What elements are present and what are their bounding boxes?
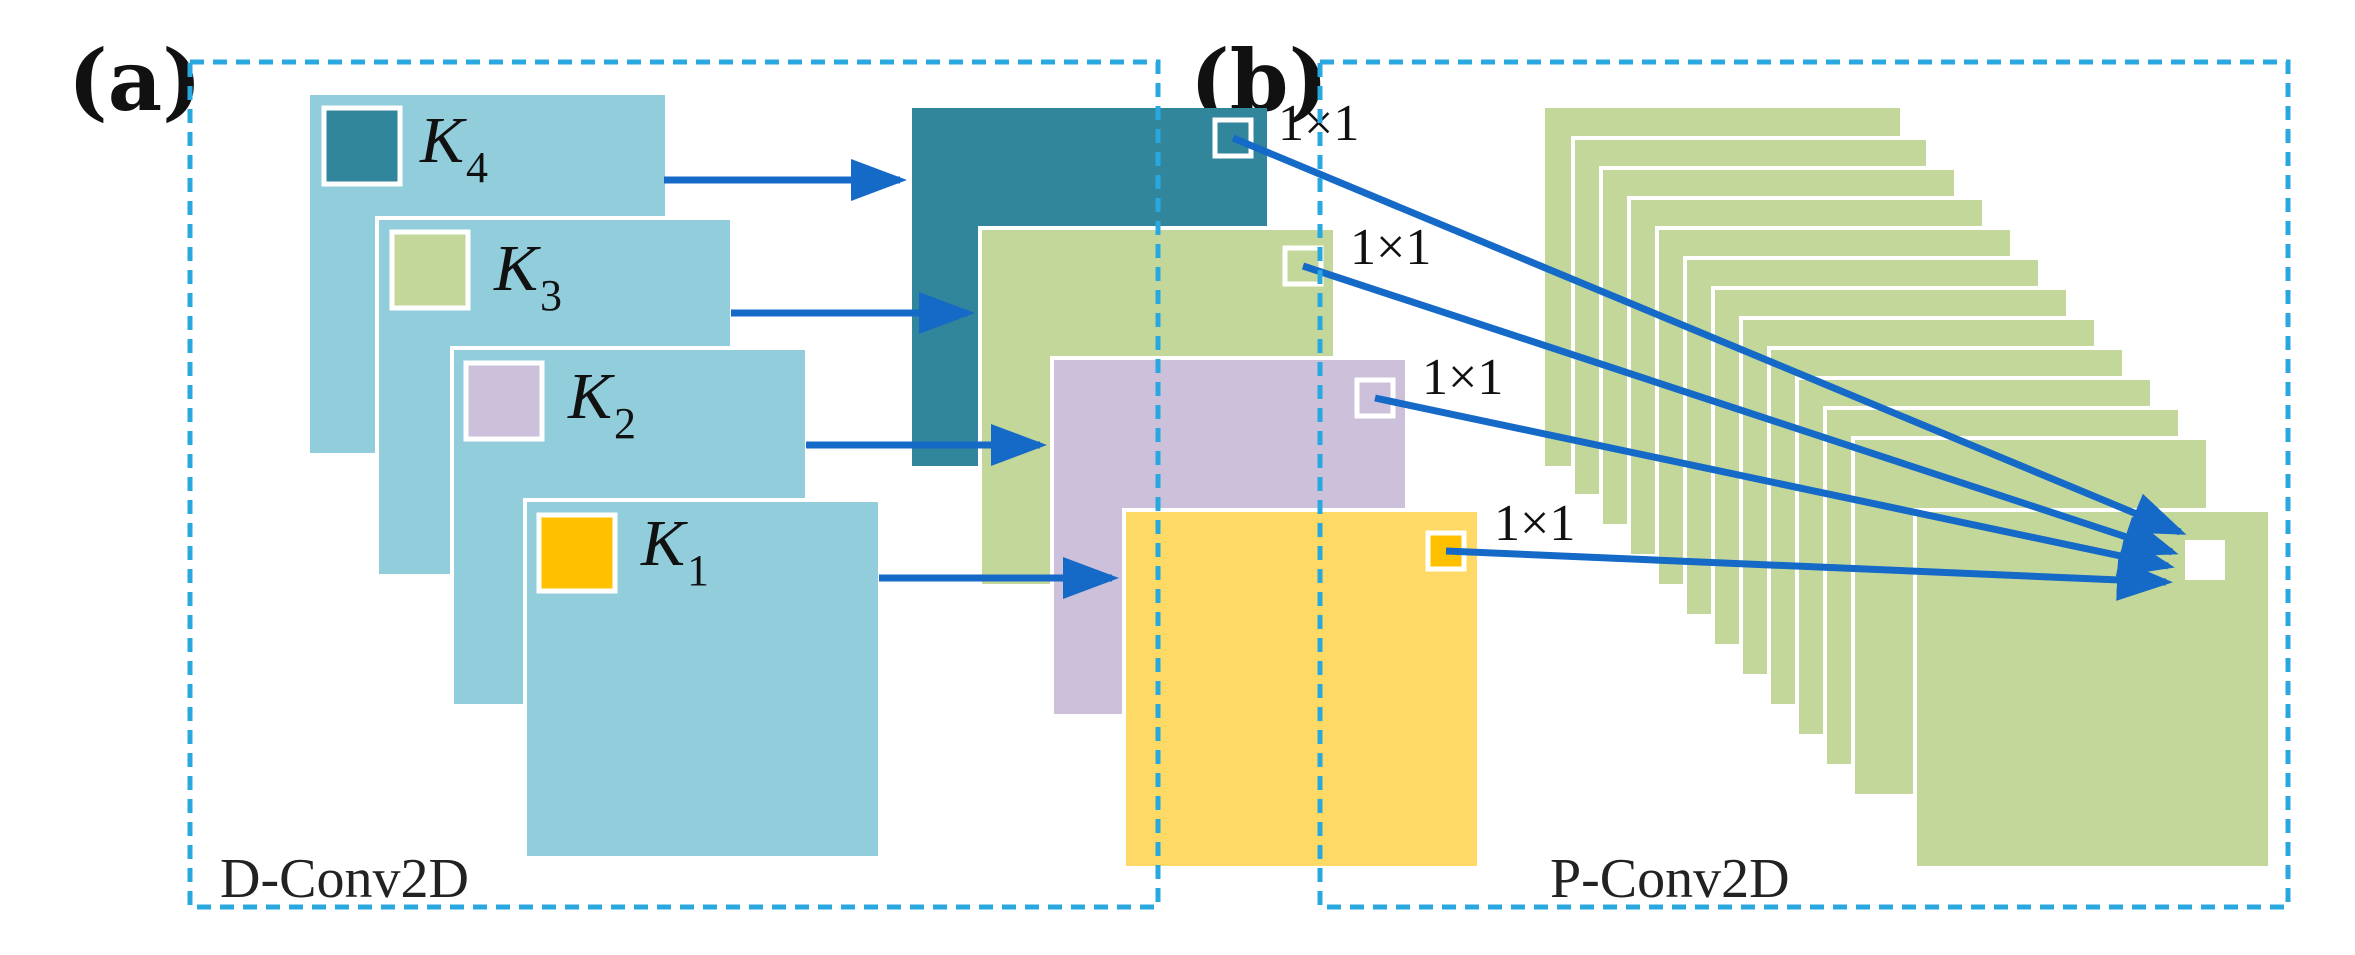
kernel-k4-subscript: 4 xyxy=(466,143,488,192)
d-conv2d-region xyxy=(187,59,1161,910)
kernel-k1-label: K xyxy=(640,507,688,580)
p-conv2d-label: P-Conv2D xyxy=(1550,848,1790,910)
kernel-k2-subscript: 2 xyxy=(614,399,636,448)
pointwise-stack xyxy=(1545,108,2272,870)
kernel-k1-swatch xyxy=(536,512,618,594)
kernel-k3-label: K xyxy=(493,232,541,305)
p-conv2d-region xyxy=(1317,59,2291,910)
pointwise-arrow-k2 xyxy=(1374,394,2175,577)
depthwise-arrows xyxy=(664,159,1119,599)
pointwise-label-2: 1×1 xyxy=(1350,219,1431,276)
input-channels xyxy=(310,95,882,860)
pointwise-arrow-k1 xyxy=(1445,547,2173,601)
pointwise-arrow-k3 xyxy=(1301,262,2179,557)
kernel-k2: K 2 xyxy=(463,360,636,448)
kernel-k1-subscript: 1 xyxy=(687,546,709,595)
kernel-k3-swatch xyxy=(389,229,471,311)
output-map-k1 xyxy=(1122,508,1481,870)
kernel-k4-swatch xyxy=(321,105,403,187)
kernel-k1: K 1 xyxy=(536,507,709,595)
kernel-k3: K 3 xyxy=(389,229,562,320)
pointwise-output-pixel xyxy=(2185,540,2225,580)
pointwise-label-4: 1×1 xyxy=(1494,495,1575,552)
kernel-k3-subscript: 3 xyxy=(540,271,562,320)
pointwise-arrows xyxy=(1231,134,2187,601)
sample-pixel-k1 xyxy=(1425,530,1467,572)
pointwise-arrow-k4 xyxy=(1231,134,2187,536)
sample-pixel-k3 xyxy=(1282,245,1324,287)
panel-a-label: (a) xyxy=(68,31,202,130)
kernel-k2-swatch xyxy=(463,360,545,442)
kernel-k4: K 4 xyxy=(321,104,488,192)
kernel-k4-label: K xyxy=(419,104,467,177)
d-conv2d-label: D-Conv2D xyxy=(220,848,469,910)
kernel-k2-label: K xyxy=(567,360,615,433)
pointwise-label-3: 1×1 xyxy=(1422,349,1503,406)
